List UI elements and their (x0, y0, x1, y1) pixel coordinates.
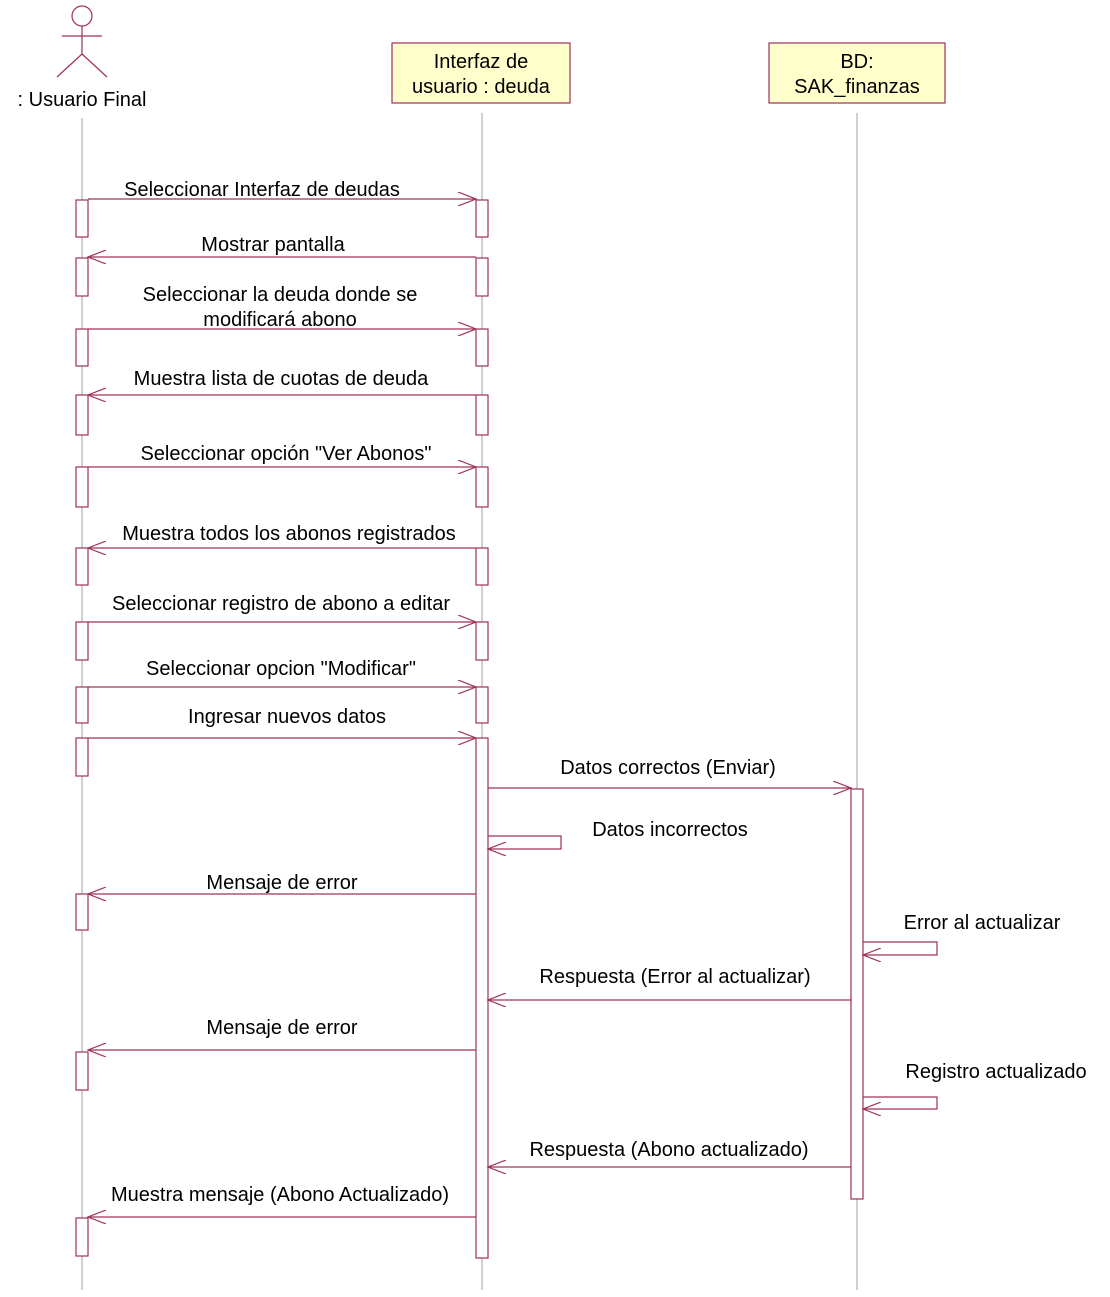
actor-left-leg (56, 53, 83, 78)
actor-right-leg (81, 53, 108, 78)
msg-label-9: Ingresar nuevos datos (188, 706, 386, 728)
activation-usuario (75, 199, 89, 238)
activation-interfaz (475, 621, 489, 661)
activation-interfaz (475, 466, 489, 508)
msg-label-7: Seleccionar registro de abono a editar (112, 593, 450, 615)
msg-label-17: Respuesta (Abono actualizado) (529, 1139, 808, 1161)
object-bd-sak-finanzas: BD: SAK_finanzas (768, 42, 946, 104)
activation-interfaz-main (475, 737, 489, 1259)
msg-label-3-line1: Seleccionar la deuda donde se (143, 284, 418, 306)
msg-label-8: Seleccionar opcion "Modificar" (146, 658, 416, 680)
msg-arrow-11-self (488, 835, 562, 849)
msg-label-6: Muestra todos los abonos registrados (122, 523, 456, 545)
msg-label-11: Datos incorrectos (592, 819, 748, 841)
activation-usuario (75, 737, 89, 777)
msg-label-1: Seleccionar Interfaz de deudas (124, 179, 400, 201)
msg-label-2: Mostrar pantalla (201, 234, 345, 256)
msg-label-14: Respuesta (Error al actualizar) (539, 966, 810, 988)
activations (75, 199, 864, 1259)
activation-interfaz (475, 257, 489, 297)
activation-usuario (75, 1217, 89, 1257)
message-labels: Seleccionar Interfaz de deudas Mostrar p… (111, 179, 1087, 1206)
object-name-line2: SAK_finanzas (794, 76, 920, 98)
msg-arrow-16-self (863, 1096, 938, 1109)
msg-arrow-13-self (863, 941, 938, 955)
object-name-line1: Interfaz de (434, 51, 529, 73)
msg-label-15: Mensaje de error (206, 1017, 358, 1039)
activation-usuario (75, 893, 89, 931)
activation-interfaz (475, 328, 489, 367)
activation-usuario (75, 257, 89, 297)
msg-label-16: Registro actualizado (905, 1061, 1086, 1083)
activation-usuario (75, 686, 89, 724)
actor-usuario-final (56, 5, 108, 78)
object-interfaz-usuario-deuda: Interfaz de usuario : deuda (391, 42, 571, 104)
activation-interfaz (475, 686, 489, 724)
actor-head (71, 5, 93, 27)
object-box (768, 42, 946, 104)
activation-interfaz (475, 547, 489, 586)
activation-usuario (75, 466, 89, 508)
activation-usuario (75, 328, 89, 367)
msg-label-13: Error al actualizar (904, 912, 1061, 934)
msg-label-12: Mensaje de error (206, 872, 358, 894)
activation-bd (850, 788, 864, 1200)
object-box (391, 42, 571, 104)
msg-label-3-line2: modificará abono (203, 309, 356, 331)
msg-label-10: Datos correctos (Enviar) (560, 757, 776, 779)
activation-interfaz (475, 394, 489, 436)
msg-label-4: Muestra lista de cuotas de deuda (134, 368, 430, 390)
object-name-line1: BD: (840, 51, 873, 73)
activation-usuario (75, 547, 89, 586)
msg-label-18: Muestra mensaje (Abono Actualizado) (111, 1184, 449, 1206)
message-arrows (88, 199, 938, 1217)
activation-usuario (75, 621, 89, 661)
activation-interfaz (475, 199, 489, 238)
actor-label: : Usuario Final (18, 89, 147, 111)
object-name-line2: usuario : deuda (412, 76, 551, 98)
msg-label-5: Seleccionar opción "Ver Abonos" (140, 443, 431, 465)
activation-usuario (75, 1051, 89, 1091)
activation-usuario (75, 394, 89, 436)
